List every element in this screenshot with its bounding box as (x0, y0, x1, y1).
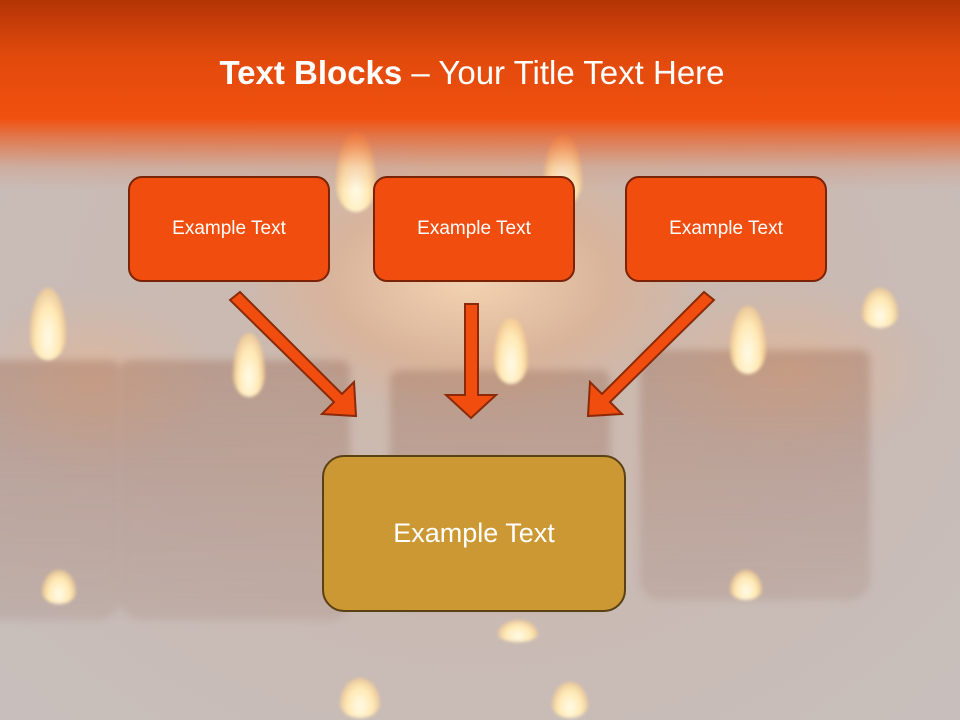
top-box-1[interactable]: Example Text (128, 176, 330, 282)
top-box-2[interactable]: Example Text (373, 176, 575, 282)
slide-title: Text Blocks – Your Title Text Here (0, 54, 944, 92)
top-box-3[interactable]: Example Text (625, 176, 827, 282)
bottom-box-label: Example Text (393, 518, 555, 548)
arrow-left (228, 290, 358, 418)
slide-title-rest: – Your Title Text Here (402, 54, 725, 91)
top-box-2-label: Example Text (417, 218, 531, 239)
top-box-3-label: Example Text (669, 218, 783, 239)
bottom-box[interactable]: Example Text (322, 455, 626, 612)
arrow-middle (443, 303, 499, 420)
arrow-right (586, 290, 716, 418)
title-band (0, 0, 960, 190)
slide-title-bold: Text Blocks (219, 54, 403, 91)
top-box-1-label: Example Text (172, 218, 286, 239)
